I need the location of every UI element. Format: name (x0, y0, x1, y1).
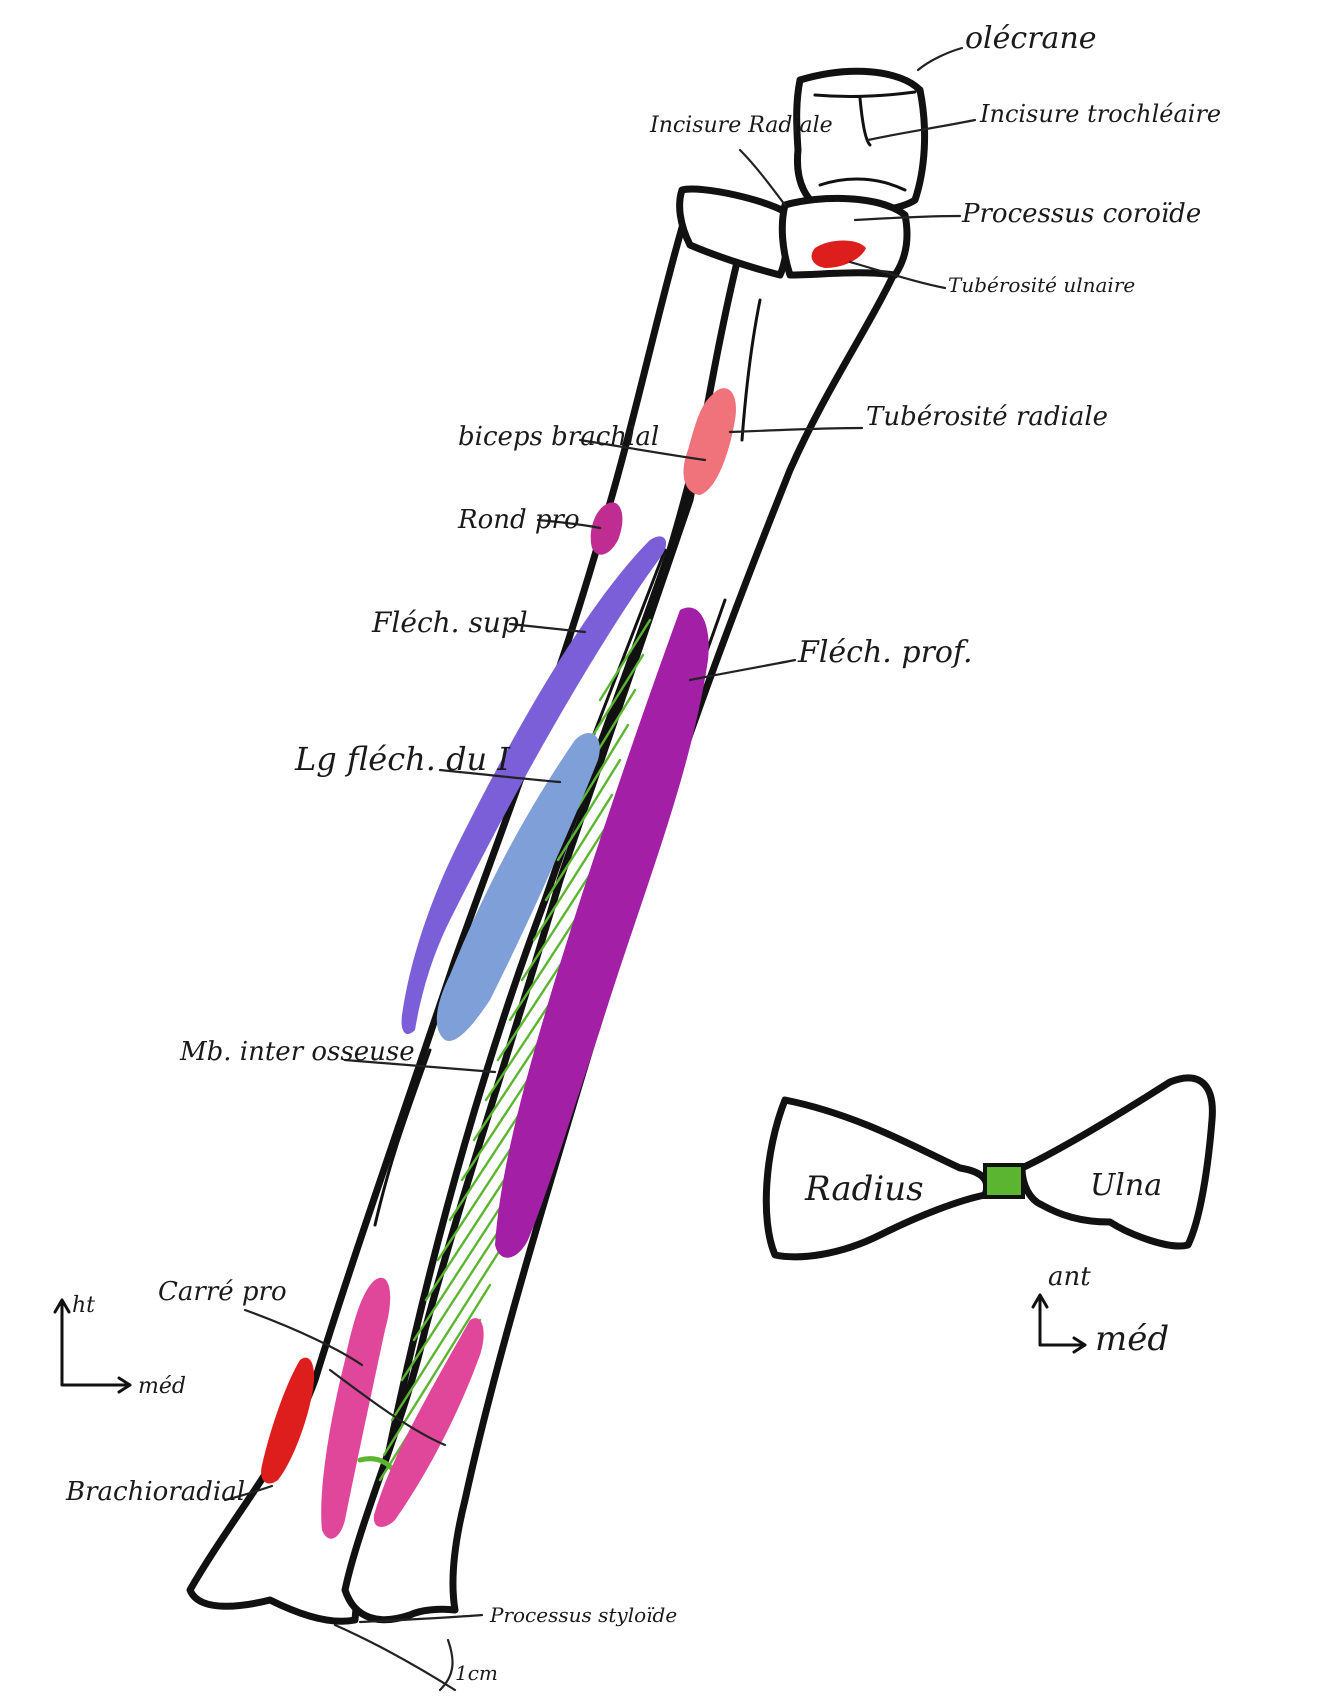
label-processus-styloide: Processus styloïde (489, 1603, 677, 1627)
label-carre-pro: Carré pro (158, 1277, 287, 1307)
label-flech-supl: Fléch. supl (371, 606, 528, 639)
label-lg-flech-du-I: Lg fléch. du I (294, 740, 511, 778)
label-olecrane: olécrane (965, 21, 1097, 56)
olecranon-detail (813, 90, 917, 192)
label-tuberosite-radiale: Tubérosité radiale (866, 402, 1108, 432)
label-processus-coronoide: Processus coroïde (961, 199, 1201, 229)
axis-left-up-label: ht (72, 1293, 95, 1318)
label-1cm: 1cm (455, 1661, 498, 1685)
label-incisure-trochleaire: Incisure trochléaire (979, 100, 1221, 128)
ulna-cross-section (1018, 1074, 1216, 1250)
radius-shaft-line (373, 1048, 432, 1227)
flech-prof-insertion (495, 607, 709, 1258)
cross-section-inset: Radius Ulna ant méd (762, 1074, 1216, 1359)
axis-left-right-label: méd (138, 1374, 186, 1399)
flech-supl-insertion (401, 536, 667, 1035)
label-flech-prof: Fléch. prof. (797, 635, 973, 670)
carre-pro-insertion-radius (321, 1277, 391, 1539)
label-incisure-radiale: Incisure Radiale (649, 113, 833, 138)
leader-lines (223, 46, 977, 1692)
label-mb-inter-osseuse: Mb. inter osseuse (179, 1037, 415, 1067)
interosseous-membrane-section (983, 1163, 1025, 1199)
section-axis-right-label: méd (1095, 1319, 1169, 1359)
section-axis-up-label: ant (1048, 1262, 1091, 1292)
long-flechisseur-pouce-insertion (436, 732, 600, 1041)
brachioradial-insertion (261, 1357, 315, 1484)
radial-head (676, 185, 794, 279)
section-radius-label: Radius (804, 1169, 924, 1209)
label-tuberosite-ulnaire: Tubérosité ulnaire (948, 273, 1135, 297)
radius-cross-section (762, 1096, 991, 1261)
orientation-axis-left: ht méd (53, 1293, 186, 1399)
rond-pro-insertion (590, 502, 623, 555)
carre-pro-insertion-ulna (373, 1318, 484, 1527)
label-brachioradial: Brachioradial (65, 1477, 245, 1507)
biceps-insertion (683, 388, 736, 495)
label-biceps-brachial: biceps brachial (458, 422, 659, 452)
section-axis-arrows (1031, 1293, 1087, 1354)
label-rond-pro: Rond pro (457, 505, 580, 535)
section-ulna-label: Ulna (1090, 1168, 1162, 1203)
tuberosite-ulnaire-insertion (811, 240, 866, 268)
